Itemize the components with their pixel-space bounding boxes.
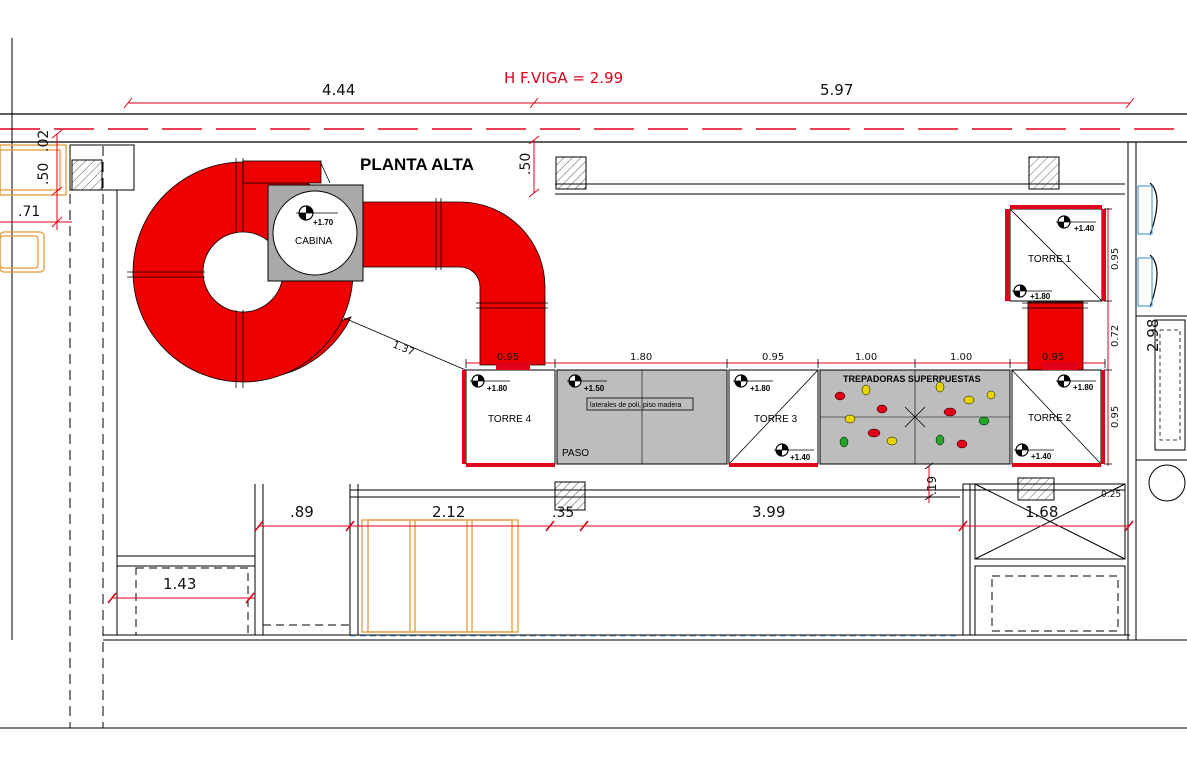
level-marker-icon xyxy=(733,374,773,388)
dim-bot-143: 1.43 xyxy=(163,575,196,593)
level-torre3-top: +1.80 xyxy=(750,384,771,393)
dimension-ticks xyxy=(465,208,1112,501)
level-torre3-bottom: +1.40 xyxy=(790,453,811,462)
dim-bot-089: .89 xyxy=(290,503,314,521)
dim-bot-168: 1.68 xyxy=(1025,503,1058,521)
plan-title: PLANTA ALTA xyxy=(360,155,474,174)
level-marker-icon xyxy=(470,374,510,388)
cabina-level: +1.70 xyxy=(313,218,334,227)
left-furniture xyxy=(0,144,67,273)
dim-right-025: 0.25 xyxy=(1101,490,1121,500)
dim-bot-399: 3.99 xyxy=(752,503,785,521)
dim-bot-035: .35 xyxy=(552,505,574,521)
paso-note: laterales de poli, piso madera xyxy=(590,402,682,409)
dim-top-left: 4.44 xyxy=(322,81,355,99)
paso-note-box xyxy=(586,397,694,411)
level-marker-icon xyxy=(774,443,814,457)
label-torre2: TORRE 2 xyxy=(1028,413,1072,424)
dim-top-right: 5.97 xyxy=(820,81,853,99)
dimension-slashes xyxy=(107,520,1134,604)
label-torre1: TORRE 1 xyxy=(1028,254,1072,265)
structural-columns xyxy=(69,144,1060,511)
dim-col-050: .50 xyxy=(518,153,534,175)
level-texts: +1.40 +1.80 +1.80 +1.50 +1.80 +1.40 +1.8… xyxy=(487,224,1095,462)
dim-seg-095-c: 0.95 xyxy=(1042,352,1064,363)
level-marker-icon xyxy=(1014,443,1054,457)
level-marker-icon xyxy=(567,374,607,388)
dim-left-002: .02 xyxy=(36,130,52,152)
dim-right-095-bot: 0.95 xyxy=(1110,406,1121,428)
label-paso: PASO xyxy=(562,448,589,459)
dim-seg-095-b: 0.95 xyxy=(762,352,784,363)
dim-right-298: 2.98 xyxy=(1144,319,1162,352)
dim-seg-100-b: 1.00 xyxy=(950,352,972,363)
dim-slide-137: 1.37 xyxy=(391,340,416,359)
level-paso: +1.50 xyxy=(584,384,605,393)
dim-bot-212: 2.12 xyxy=(432,503,465,521)
level-marker-icon xyxy=(1056,215,1096,229)
dim-right-095-top: 0.95 xyxy=(1110,248,1121,270)
level-marker-icon xyxy=(1056,374,1096,388)
dim-gap-019: .19 xyxy=(925,476,939,495)
label-torre3: TORRE 3 xyxy=(754,414,798,425)
level-marker-icon xyxy=(1012,284,1052,298)
level-torre4: +1.80 xyxy=(487,384,508,393)
level-torre1-top: +1.40 xyxy=(1074,224,1095,233)
dim-left-050: .50 xyxy=(36,163,52,185)
level-torre2-top: +1.80 xyxy=(1073,383,1094,392)
dim-left-071: .71 xyxy=(18,204,40,220)
label-torre4: TORRE 4 xyxy=(488,414,532,425)
slide-dimension-line xyxy=(343,317,469,372)
climbing-holds xyxy=(834,381,996,449)
level-torre2-bottom: +1.40 xyxy=(1031,452,1052,461)
dim-seg-095-a: 0.95 xyxy=(497,352,519,363)
room-labels: TORRE 1 TORRE 4 TORRE 3 TORRE 2 PASO TRE… xyxy=(488,254,1072,459)
beam-note: H F.VIGA = 2.99 xyxy=(504,69,623,87)
cabina-box: CABINA +1.70 xyxy=(267,184,364,282)
platforms xyxy=(462,205,1106,467)
dim-right-072: 0.72 xyxy=(1110,325,1121,347)
level-markers xyxy=(470,215,1096,457)
bottom-bench xyxy=(361,519,519,633)
label-trepadoras: TREPADORAS SUPERPUESTAS xyxy=(843,374,981,384)
dimension-texts: 4.44 5.97 .50 .50 .02 .71 0.95 1.80 0.95… xyxy=(18,81,1162,593)
cabina-label: CABINA xyxy=(295,236,333,247)
dim-seg-100-a: 1.00 xyxy=(855,352,877,363)
level-torre1-bottom: +1.80 xyxy=(1030,292,1051,301)
dim-seg-180: 1.80 xyxy=(630,352,652,363)
